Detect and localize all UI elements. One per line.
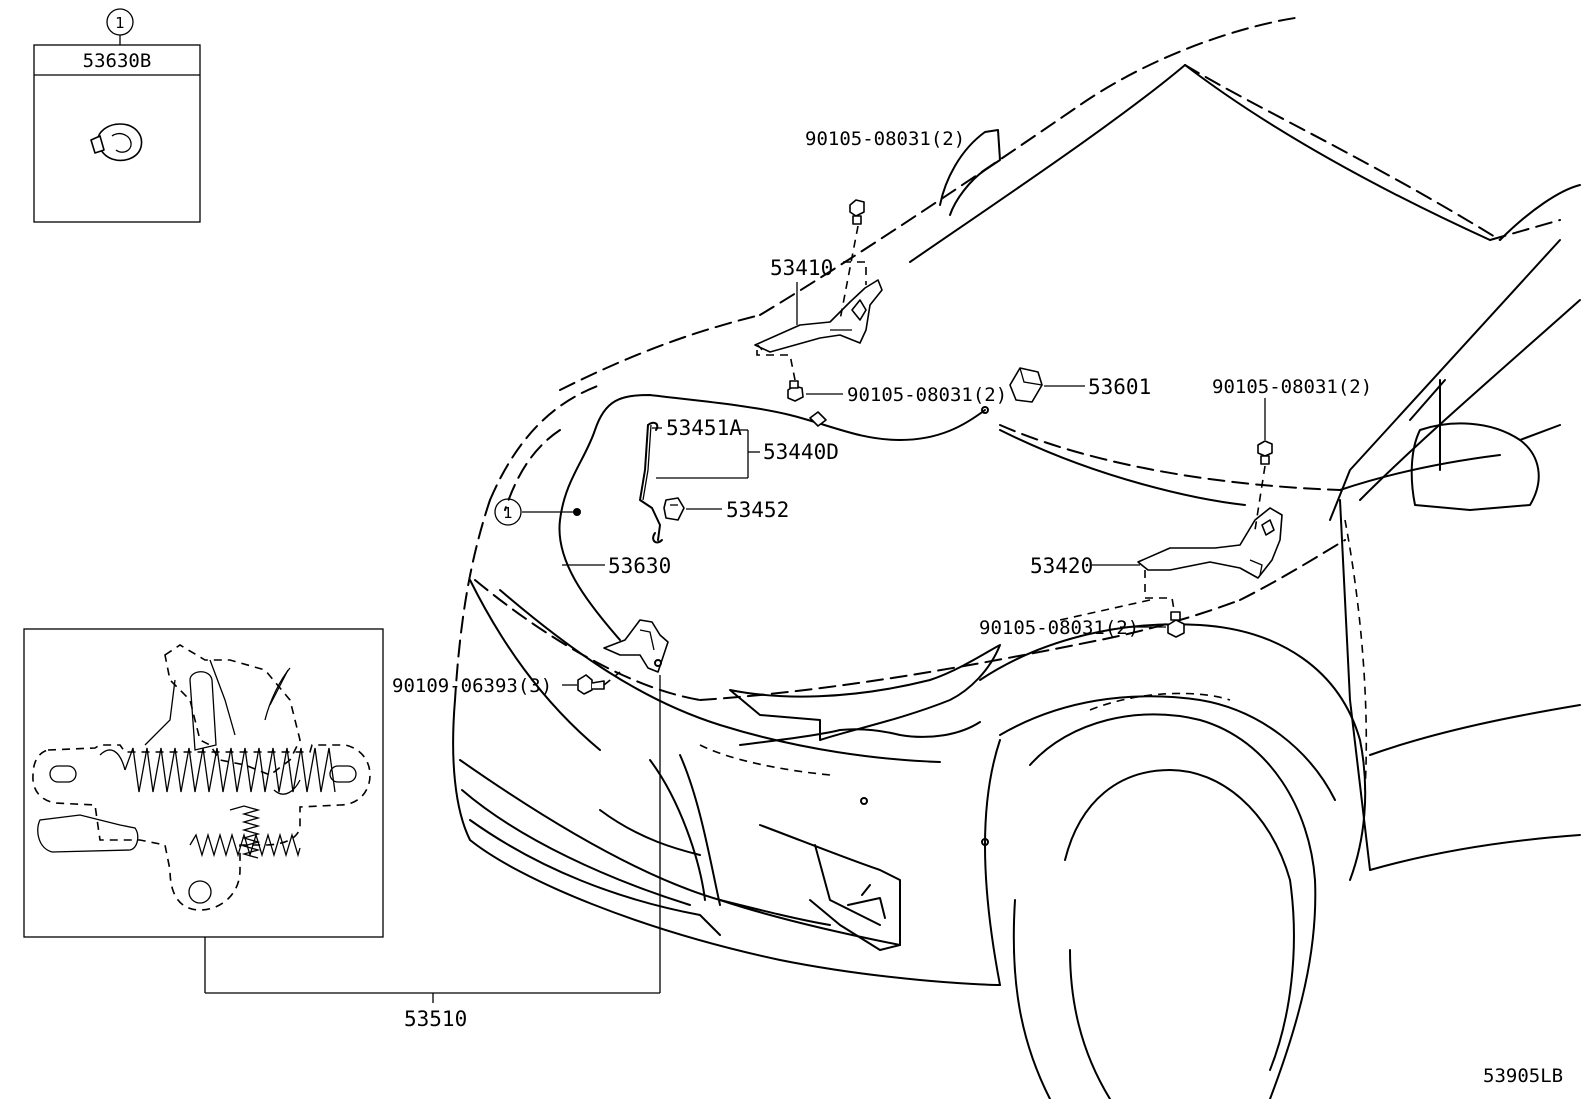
clamp-ref-circle-icon <box>494 498 522 526</box>
hood-bumper <box>1009 367 1043 403</box>
bolt-hinge-right-bottom <box>1167 611 1185 638</box>
inset-clamp-53630b: 1 53630B <box>33 8 201 223</box>
bolt-hinge-right-top <box>1257 440 1273 465</box>
label-bolt-latch: 90109-06393(3) <box>392 675 552 697</box>
label-bolt-hinge-right-bottom: 90105-08031(2) <box>979 617 1139 639</box>
label-hood-bumper: 53601 <box>1088 375 1151 399</box>
latch-inset-frame <box>23 628 384 938</box>
bolt-hinge-left-bottom <box>787 380 804 402</box>
hood-support-rod <box>639 421 663 544</box>
label-rod-holder: 53452 <box>726 498 789 522</box>
inset-ref-number: 1 <box>115 14 125 32</box>
label-bolt-hinge-left-bottom: 90105-08031(2) <box>847 384 1007 406</box>
label-lock-cable: 53630 <box>608 554 671 578</box>
hood-latch-small <box>603 619 669 673</box>
diagram-id: 53905LB <box>1483 1065 1563 1087</box>
label-hinge-right: 53420 <box>1030 554 1093 578</box>
callout-labels: 90105-08031(2) 53410 90105-08031(2) 5360… <box>392 128 1563 1087</box>
hood-lock-cable <box>558 394 989 641</box>
cable-clamp-icon <box>90 123 143 162</box>
inset-part-number: 53630B <box>83 50 152 72</box>
label-hinge-left: 53410 <box>770 256 833 280</box>
inset-frame <box>33 44 201 223</box>
bolt-hinge-left-top <box>849 199 865 225</box>
vehicle-outline <box>452 17 1581 1099</box>
leader-lines <box>204 225 1266 1003</box>
label-support-rod: 53451A <box>666 416 742 440</box>
label-clamp-ref: 1 <box>503 504 513 522</box>
hood-hinge-left <box>754 279 883 353</box>
bolt-latch <box>577 674 605 695</box>
label-bolt-hinge-left-top: 90105-08031(2) <box>805 128 965 150</box>
inset-latch-detail <box>23 628 384 938</box>
label-bolt-hinge-right-top: 90105-08031(2) <box>1212 376 1372 398</box>
hood-hinge-right <box>1137 507 1283 579</box>
label-support-rod-set: 53440D <box>763 440 839 464</box>
rod-holder <box>663 497 685 521</box>
label-hood-latch: 53510 <box>404 1007 467 1031</box>
